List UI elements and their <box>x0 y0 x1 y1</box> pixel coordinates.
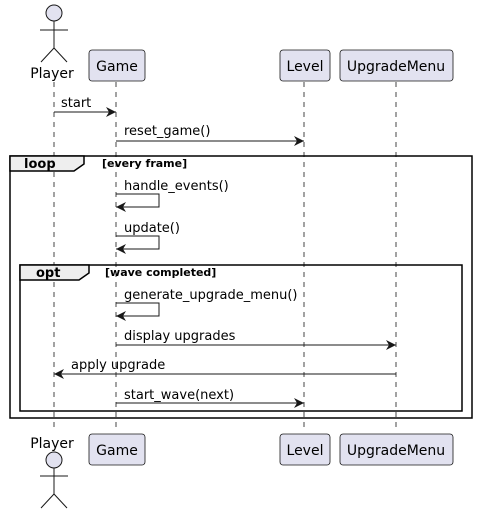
participant-label-game: Game <box>96 443 138 459</box>
participant-box <box>339 49 454 82</box>
participant-game-top: Game <box>88 49 146 82</box>
fragment-keyword: loop <box>24 157 56 172</box>
participant-box <box>88 433 146 466</box>
actor-icon <box>40 4 68 63</box>
message-display-upgrades: display upgrades <box>116 329 396 350</box>
participants-top: Player Game Level UpgradeMenu <box>30 4 454 82</box>
fragment-loop: loop [every frame] <box>9 155 473 419</box>
participant-label-level: Level <box>287 59 324 75</box>
actor-label-player: Player <box>30 66 74 82</box>
message-arrow <box>116 235 160 254</box>
message-reset-game: reset_game() <box>116 124 304 146</box>
message-apply-upgrade: apply upgrade <box>54 358 396 379</box>
actor-player-bottom: Player <box>30 436 74 509</box>
participant-label-level: Level <box>287 443 324 459</box>
message-start-wave: start_wave(next) <box>116 388 304 408</box>
participant-label-game: Game <box>96 59 138 75</box>
fragment-frame <box>9 155 473 419</box>
message-update: update() <box>116 221 180 254</box>
fragment-guard: [every frame] <box>102 157 187 170</box>
actor-player-top: Player <box>30 4 74 82</box>
message-arrow <box>116 302 160 321</box>
participant-upgrademenu-bottom: UpgradeMenu <box>339 433 454 466</box>
message-label: apply upgrade <box>71 358 165 373</box>
message-handle-events: handle_events() <box>116 179 229 212</box>
message-label: start_wave(next) <box>124 388 234 403</box>
message-label: reset_game() <box>124 124 210 139</box>
message-label: generate_upgrade_menu() <box>124 288 297 303</box>
participant-box <box>279 433 331 466</box>
actor-label-player: Player <box>30 436 74 452</box>
message-label: update() <box>124 221 180 236</box>
message-label: start <box>61 96 91 111</box>
message-generate-upgrade-menu: generate_upgrade_menu() <box>116 288 297 321</box>
message-label: display upgrades <box>124 329 236 344</box>
participant-label-upgrademenu: UpgradeMenu <box>347 443 445 459</box>
participant-upgrademenu-top: UpgradeMenu <box>339 49 454 82</box>
lifelines <box>53 82 397 432</box>
fragment-guard: [wave completed] <box>105 266 216 279</box>
fragment-opt: opt [wave completed] <box>19 264 463 412</box>
participants-bottom: Player Game Level UpgradeMenu <box>30 433 454 509</box>
participant-box <box>279 49 331 82</box>
messages: start reset_game() handle_events() updat… <box>54 96 396 408</box>
message-label: handle_events() <box>124 179 229 194</box>
actor-icon <box>40 451 68 509</box>
fragment-frame <box>19 264 463 412</box>
fragment-keyword: opt <box>36 266 60 281</box>
participant-level-bottom: Level <box>279 433 331 466</box>
fragment-tab <box>9 155 85 172</box>
participant-game-bottom: Game <box>88 433 146 466</box>
participant-label-upgrademenu: UpgradeMenu <box>347 59 445 75</box>
message-start: start <box>54 96 116 117</box>
participant-level-top: Level <box>279 49 331 82</box>
message-arrow <box>116 193 160 212</box>
fragment-tab <box>19 264 90 281</box>
participant-box <box>339 433 454 466</box>
participant-box <box>88 49 146 82</box>
